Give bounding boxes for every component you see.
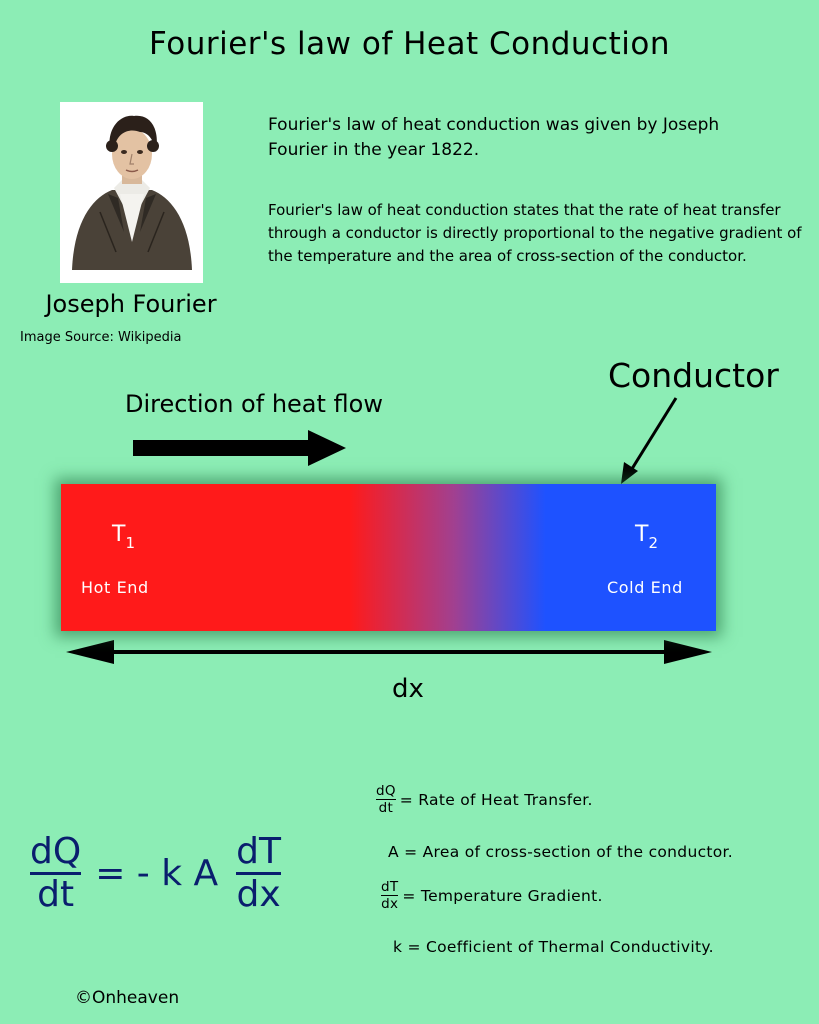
length-label: dx <box>392 674 424 704</box>
intro-paragraph: Fourier's law of heat conduction was giv… <box>268 115 720 160</box>
formula-middle: = - k A <box>95 853 219 894</box>
cold-end-label: Cold End <box>607 578 683 597</box>
hot-end-label: Hot End <box>81 578 149 597</box>
definition-area: A = Area of cross-section of the conduct… <box>388 843 734 861</box>
joseph-fourier-portrait <box>60 102 203 283</box>
definition-thermal-conductivity: k = Coefficient of Thermal Conductivity. <box>393 938 714 956</box>
rhs-denominator: dx <box>236 874 281 915</box>
cold-temperature-label: T2 <box>635 522 658 552</box>
conductor-pointer-arrow <box>621 397 678 484</box>
portrait-caption: Joseph Fourier <box>45 290 217 318</box>
conductor-bar <box>61 484 716 631</box>
copyright-notice: ©Onheaven <box>75 988 180 1008</box>
page-title: Fourier's law of Heat Conduction <box>149 26 670 62</box>
conductor-label: Conductor <box>608 356 779 395</box>
length-double-arrow <box>66 640 712 664</box>
rhs-fraction: dT dx <box>236 832 281 915</box>
lhs-denominator: dt <box>37 874 75 915</box>
image-source-credit: Image Source: Wikipedia <box>20 330 182 345</box>
lhs-fraction: dQ dt <box>30 831 82 915</box>
rhs-numerator: dT <box>236 831 281 872</box>
heat-flow-arrow <box>133 430 346 466</box>
hot-temperature-label: T1 <box>112 522 135 552</box>
portrait-image <box>60 102 203 283</box>
lhs-numerator: dQ <box>30 831 82 872</box>
heat-flow-direction-label: Direction of heat flow <box>125 390 383 418</box>
law-statement-paragraph: Fourier's law of heat conduction states … <box>268 201 802 265</box>
fourier-formula: dQ dt = - k A dT dx <box>30 832 281 915</box>
